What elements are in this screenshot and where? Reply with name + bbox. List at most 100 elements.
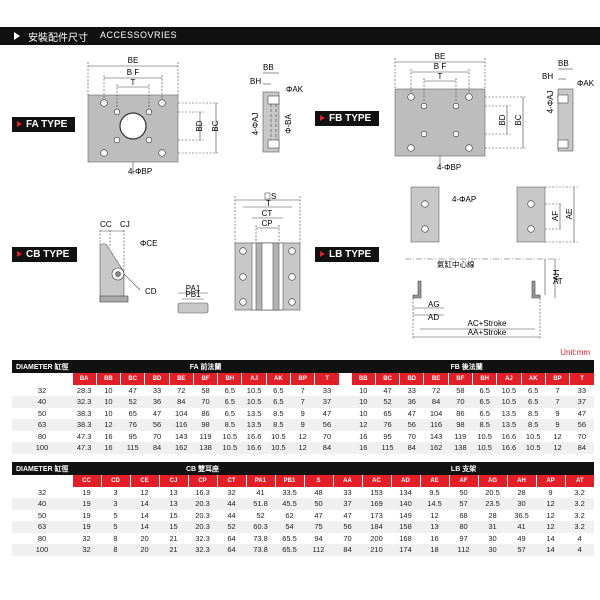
value-cell: 28: [517, 487, 526, 497]
value-cell: 3.2: [574, 510, 585, 520]
value-cell: 54: [275, 521, 304, 533]
fa-ba-dim: Φ-BA: [284, 113, 293, 133]
value-cell: 16.6: [501, 431, 517, 441]
header-arrow-icon: [14, 32, 20, 40]
value-cell: 104: [175, 408, 188, 418]
value-cell: 65: [128, 408, 137, 418]
value-cell: 10: [104, 408, 113, 418]
fb-bc-dim: BC: [514, 114, 523, 125]
value-cell: 45.5: [275, 498, 304, 510]
column-code: CJ: [158, 475, 188, 487]
value-cell: 73.8: [253, 533, 268, 543]
lb-ac-stroke-dim: AC+Stroke: [468, 319, 507, 328]
diameter-cell: 80: [37, 431, 47, 441]
value-cell: 116: [169, 419, 194, 431]
cb-ct-dim: CT: [262, 209, 273, 218]
value-cell: 3.2: [565, 521, 595, 533]
value-cell: 115: [375, 442, 400, 454]
value-cell: 15: [159, 521, 188, 533]
value-cell: 28.3: [76, 385, 92, 395]
value-cell: 58: [456, 385, 465, 395]
column-code: BB: [350, 373, 376, 385]
cb-pa1-dim: PA1: [186, 284, 201, 293]
fb-bh-dim: BH: [542, 72, 553, 81]
value-cell: 47: [343, 510, 352, 520]
value-cell: 30: [488, 533, 497, 543]
value-cell: 115: [120, 442, 145, 454]
value-cell: 112: [449, 544, 479, 556]
diameter-cell: 40: [12, 498, 72, 510]
fa-side-view: [262, 72, 280, 153]
value-cell: 13: [169, 487, 178, 497]
column-code: AE: [419, 475, 450, 487]
value-cell: 32: [72, 544, 101, 556]
value-cell: 6.5: [224, 408, 236, 418]
value-cell: 20.3: [188, 521, 217, 533]
column-code: BH: [472, 373, 497, 385]
value-cell: 38.3: [76, 408, 92, 418]
fb-bp-dim: 4-ΦBP: [437, 163, 461, 172]
gap-cell: [339, 431, 351, 443]
value-cell: 10: [351, 396, 376, 408]
fb-t-dim: T: [438, 72, 443, 81]
value-cell: 162: [169, 442, 194, 454]
fa-be-dim: BE: [128, 56, 139, 65]
header-title-cn: 安裝配件尺寸: [28, 33, 88, 44]
value-cell: 8.5: [528, 408, 539, 418]
value-cell: 8.5: [217, 419, 242, 431]
value-cell: 9: [300, 408, 305, 418]
value-cell: 70: [322, 431, 332, 441]
value-cell: 12: [290, 442, 315, 454]
value-cell: 47: [128, 385, 137, 395]
value-cell: 32.3: [188, 544, 217, 556]
value-cell: 13.5: [241, 419, 267, 431]
value-cell: 12: [545, 442, 570, 454]
column-code: AG: [477, 475, 508, 487]
value-cell: 8.5: [273, 408, 284, 418]
column-code: CC: [71, 475, 101, 487]
column-code: AT: [564, 475, 595, 487]
column-code: AJ: [241, 373, 267, 385]
value-cell: 119: [199, 431, 212, 441]
value-cell: 20.3: [195, 510, 210, 520]
value-cell: 138: [448, 442, 473, 454]
diameter-cell: 50: [37, 408, 47, 418]
diameter-header: DIAMETER 缸徑: [12, 462, 72, 475]
fa-bp-dim: 4-ΦBP: [128, 167, 152, 176]
diameter-cell: 32: [37, 385, 47, 395]
lb-centerline-label: 氣缸中心線: [437, 259, 475, 269]
column-code: BP: [290, 373, 315, 385]
value-cell: 32: [82, 533, 91, 543]
column-code: AK: [520, 373, 546, 385]
table1-left-title: FA 前法蘭: [72, 360, 340, 373]
fa-type-label: FA TYPE: [12, 117, 76, 132]
value-cell: 56: [569, 419, 595, 431]
value-cell: 15: [169, 510, 178, 520]
diameter-cell: 50: [37, 510, 47, 520]
value-cell: 64: [217, 544, 246, 556]
lb-ap-dim: 4-ΦAP: [452, 195, 476, 204]
lb-aa-stroke-dim: AA+Stroke: [468, 328, 507, 337]
column-code: PA1: [245, 475, 275, 487]
value-cell: 56: [399, 419, 424, 431]
value-cell: 10: [96, 396, 121, 408]
value-cell: 6.5: [273, 385, 284, 395]
cb-side-view: [99, 230, 141, 303]
value-cell: 6.5: [266, 396, 291, 408]
value-cell: 14: [130, 498, 159, 510]
value-cell: 47.3: [76, 431, 92, 441]
lb-ag-dim: AG: [428, 300, 440, 309]
column-code: CP: [187, 475, 217, 487]
value-cell: 58: [201, 385, 210, 395]
value-cell: 21: [169, 533, 178, 543]
value-cell: 37: [569, 396, 595, 408]
value-cell: 76: [120, 419, 145, 431]
value-cell: 10.5: [241, 396, 267, 408]
value-cell: 10.5: [525, 431, 541, 441]
